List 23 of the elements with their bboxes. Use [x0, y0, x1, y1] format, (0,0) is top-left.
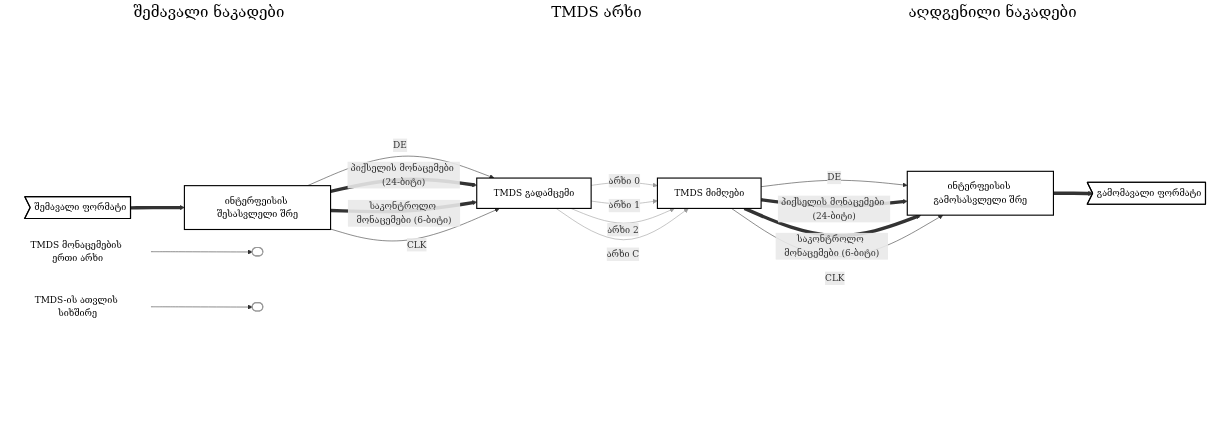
node-text: TMDS-ის ათვლის სიხშირე [34, 294, 118, 319]
edge-label: არხი 1 [608, 200, 640, 212]
node-box: TMDS მიმღები [656, 177, 762, 210]
edge-label: არხი 0 [608, 175, 640, 187]
edge-label: საკონტროლო მონაცემები (6-ბიტი) [784, 234, 880, 259]
node-box: ინტერფეისის შესასვლელი შრე [183, 185, 332, 231]
group-heading: შემავალი ნაკადები [133, 3, 285, 21]
group-heading: აღდგენილი ნაკადები [908, 3, 1077, 21]
edge-label: არხი 2 [607, 224, 639, 236]
node-box: ინტერფეისის გამოსასვლელი შრე [906, 171, 1054, 217]
arrow [130, 205, 185, 211]
edge-label: საკონტროლო მონაცემები (6-ბიტი) [356, 201, 452, 226]
edge-label: DE [393, 140, 407, 151]
node-box: TMDS გადამცემი [476, 177, 592, 210]
edge-label: არხი C [606, 248, 640, 260]
edge-label: პიქსელის მონაცემები (24-ბიტი) [781, 196, 885, 222]
edge-label: CLK [825, 273, 845, 284]
group-heading: TMDS არხი [551, 3, 642, 21]
node-text: TMDS მონაცემების ერთი არხი [30, 239, 122, 264]
edge-label: CLK [406, 239, 427, 251]
edge-label: პიქსელის მონაცემები (24-ბიტი) [350, 163, 454, 188]
arrow [1053, 191, 1094, 197]
edge-label: DE [827, 172, 841, 183]
